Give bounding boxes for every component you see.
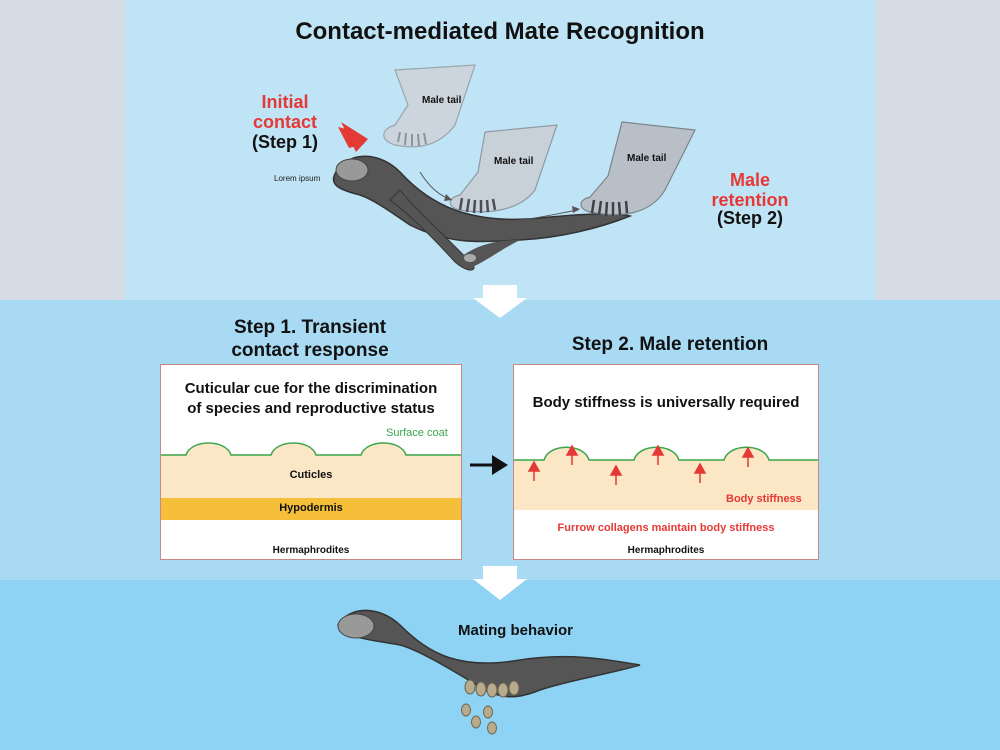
male-retention-line1: Male xyxy=(729,170,771,190)
hypodermis-label: Hypodermis xyxy=(279,502,343,514)
initial-contact-line1: Initial xyxy=(261,92,309,112)
lorem-label: Lorem ipsum xyxy=(274,174,321,183)
male-tail-2 xyxy=(449,124,558,213)
step1-box: Cuticular cue for the discrimination of … xyxy=(160,364,462,560)
male-tail-label-1: Male tail xyxy=(422,95,462,106)
background-right xyxy=(875,0,1000,300)
step1-box-heading-line2: of species and reproductive status xyxy=(187,400,435,417)
worm-top xyxy=(332,155,633,243)
body-stiffness-label: Body stiffness xyxy=(726,493,802,505)
eggs xyxy=(461,679,520,735)
step1-tag: (Step 1) xyxy=(251,132,318,152)
step1-heading-line1: Step 1. Transient xyxy=(233,317,387,338)
stiffness-arrows xyxy=(527,444,755,485)
step2-heading: Step 2. Male retention xyxy=(571,334,769,355)
surface-coat-line xyxy=(161,442,461,456)
male-tail-label-3: Male tail xyxy=(627,153,667,164)
mating-behavior-label: Mating behavior xyxy=(458,622,574,639)
hermaphrodites-label-2: Hermaphrodites xyxy=(627,545,705,556)
cuticles-label: Cuticles xyxy=(289,469,333,481)
surface-coat-label: Surface coat xyxy=(386,427,448,439)
down-arrow-2 xyxy=(473,566,527,600)
step1-layers xyxy=(161,442,461,520)
male-tail-1 xyxy=(383,64,476,148)
male-retention-label: Male retention xyxy=(695,170,805,210)
step1-heading: Step 1. Transient contact response xyxy=(190,316,430,362)
down-arrow-1 xyxy=(473,285,527,318)
worm-bottom xyxy=(337,609,641,698)
hermaphrodites-label-1: Hermaphrodites xyxy=(272,545,350,556)
step1-box-heading-line1: Cuticular cue for the discrimination xyxy=(184,380,438,397)
initial-contact-label: Initial contact xyxy=(245,92,325,132)
step2-box-heading: Body stiffness is universally required xyxy=(532,394,800,411)
worm-head-top xyxy=(335,158,369,182)
diagram-title: Contact-mediated Mate Recognition xyxy=(295,18,705,45)
step1-heading-line2: contact response xyxy=(231,340,389,361)
step2-tag: (Step 2) xyxy=(716,208,783,228)
initial-contact-line2: contact xyxy=(252,112,317,132)
step1-box-heading: Cuticular cue for the discrimination of … xyxy=(161,379,461,419)
male-tail-3 xyxy=(580,121,696,216)
background-left xyxy=(0,0,125,300)
step2-box: Body stiffness is universally required B… xyxy=(513,364,819,560)
worm-head-bottom xyxy=(337,613,375,639)
transition-arrow xyxy=(492,455,508,475)
male-retention-line2: retention xyxy=(711,190,789,210)
furrow-collagens-label: Furrow collagens maintain body stiffness xyxy=(557,522,775,534)
step2-layers xyxy=(514,444,818,510)
male-tail-label-2: Male tail xyxy=(494,156,534,167)
